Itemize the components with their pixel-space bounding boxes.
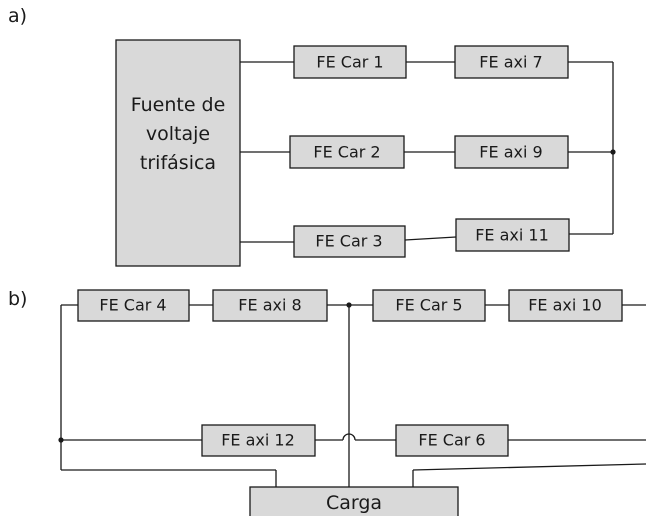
- feaxi-9-label: FE axi 9: [479, 143, 542, 162]
- source-line3: trifásica: [140, 152, 216, 174]
- feaxi-7-block: FE axi 7: [454, 45, 569, 79]
- fecar-4-label: FE Car 4: [99, 296, 166, 315]
- feaxi-8-label: FE axi 8: [238, 296, 301, 315]
- fecar-6-block: FE Car 6: [395, 424, 509, 457]
- feaxi-8-block: FE axi 8: [212, 289, 328, 322]
- panel-a-label: a): [8, 5, 27, 27]
- panel-b-wires: [60, 304, 646, 487]
- source-line1: Fuente de: [131, 94, 226, 116]
- feaxi-11-label: FE axi 11: [475, 226, 549, 245]
- panel-a-wires: [240, 61, 614, 243]
- feaxi-10-block: FE axi 10: [508, 289, 623, 322]
- fecar-4-block: FE Car 4: [77, 289, 190, 322]
- fecar-2-label: FE Car 2: [313, 143, 380, 162]
- fecar-5-label: FE Car 5: [395, 296, 462, 315]
- feaxi-11-block: FE axi 11: [455, 218, 570, 252]
- feaxi-12-block: FE axi 12: [201, 424, 316, 457]
- junction-dot-a: [610, 149, 616, 155]
- fecar-5-block: FE Car 5: [372, 289, 486, 322]
- source-line2: voltaje: [146, 123, 210, 145]
- load-label: Carga: [326, 492, 382, 514]
- fecar-3-block: FE Car 3: [293, 225, 406, 258]
- junction-dot-b-left: [58, 437, 64, 443]
- panel-b-label: b): [8, 288, 27, 310]
- voltage-source-block: Fuente de voltaje trifásica: [115, 39, 241, 267]
- fecar-6-label: FE Car 6: [418, 431, 485, 450]
- fecar-2-block: FE Car 2: [289, 135, 405, 169]
- feaxi-12-label: FE axi 12: [221, 431, 295, 450]
- junction-dot-b-top: [346, 302, 352, 308]
- fecar-3-label: FE Car 3: [315, 232, 382, 251]
- feaxi-7-label: FE axi 7: [479, 53, 542, 72]
- feaxi-10-label: FE axi 10: [528, 296, 602, 315]
- feaxi-9-block: FE axi 9: [454, 135, 569, 169]
- fecar-1-label: FE Car 1: [316, 53, 383, 72]
- fecar-1-block: FE Car 1: [293, 45, 407, 79]
- load-block: Carga: [249, 486, 459, 516]
